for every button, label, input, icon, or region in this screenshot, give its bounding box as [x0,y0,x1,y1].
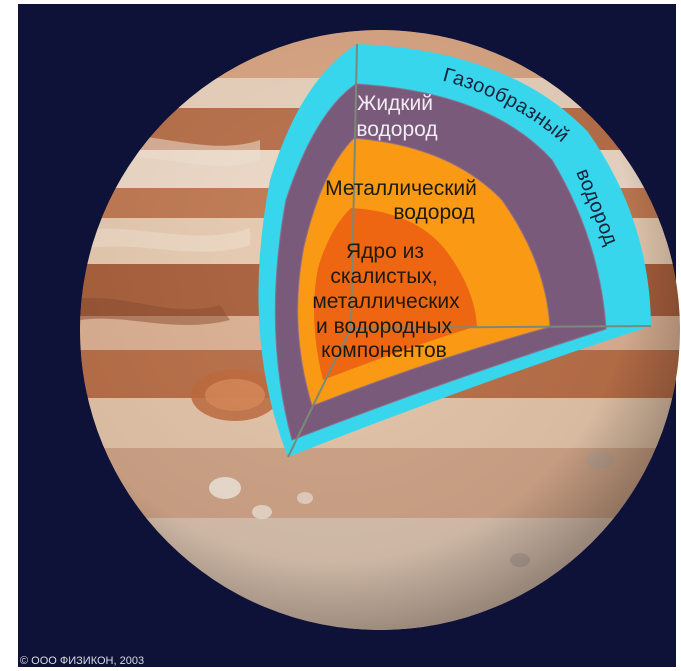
core-label-5: компонентов [321,339,447,362]
metallic-layer-label-2: водород [393,201,474,224]
liquid-layer-label-1: Жидкий [357,92,433,115]
core-label-4: и водородных [316,315,452,338]
core-label-3: металлических [312,290,460,313]
liquid-layer-label-2: водород [356,118,437,141]
core-label-2: скалистых, [330,265,437,288]
metallic-layer-label-1: Металлический [325,177,477,200]
copyright-text: © ООО ФИЗИКОН, 2003 [20,655,144,667]
core-label-1: Ядро из [346,240,424,263]
